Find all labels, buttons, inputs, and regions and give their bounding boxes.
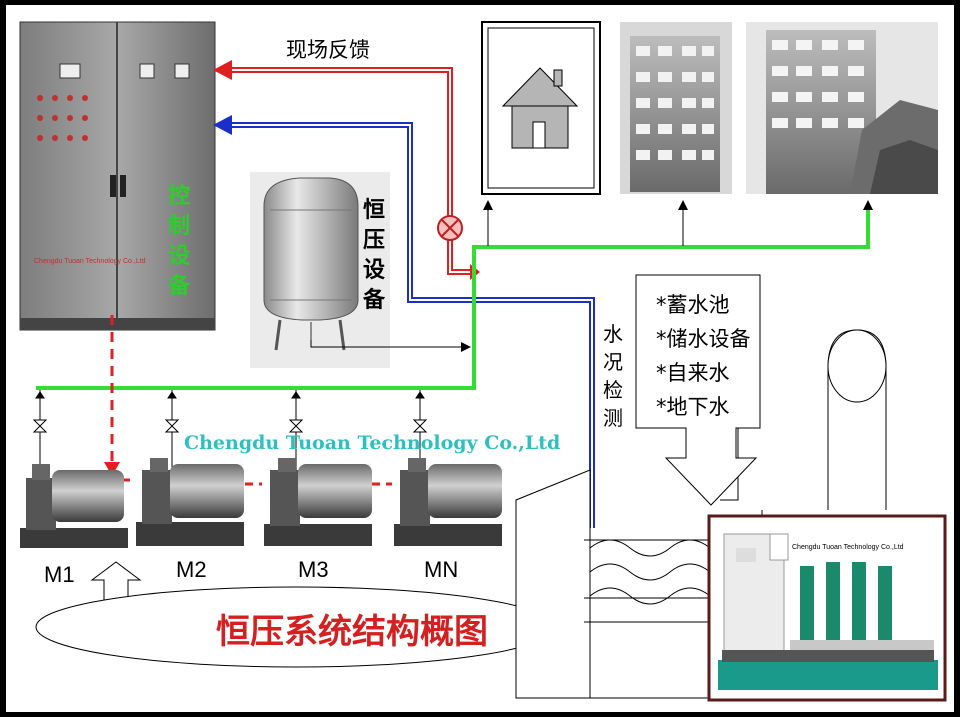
water-source-item: *蓄水池 — [656, 293, 730, 317]
water-source-item: *自来水 — [656, 361, 730, 385]
tank-label-char: 恒 — [362, 198, 385, 223]
house-box — [481, 21, 601, 195]
signal-line — [213, 115, 595, 528]
monitor-label: 水 况 检 测 — [600, 320, 626, 432]
monitor-label-char: 水 — [603, 322, 623, 346]
tank-label-char: 备 — [362, 288, 385, 313]
pump-label-mn: MN — [424, 557, 459, 582]
pump-m3 — [264, 458, 372, 546]
monitor-label-char: 检 — [603, 378, 623, 402]
water-source-list: *蓄水池 *储水设备 *自来水 *地下水 — [656, 288, 751, 424]
building-photo-1 — [620, 22, 732, 194]
pump-label-m3: M3 — [298, 557, 329, 582]
monitor-label-char: 况 — [603, 350, 623, 374]
pump-label-m1: M1 — [44, 562, 75, 587]
pump-label-m2: M2 — [176, 557, 207, 582]
tank-label-char: 压 — [362, 228, 385, 253]
control-equipment-label: 控 制 设 备 — [166, 182, 192, 302]
water-source-item: *储水设备 — [656, 327, 751, 351]
photo-brand: Chengdu Tuoan Technology Co.,Ltd — [792, 544, 904, 551]
control-label-char: 设 — [167, 244, 190, 269]
supply-pipe — [36, 205, 870, 390]
pressure-sensor — [437, 215, 463, 241]
valves — [32, 391, 428, 433]
control-label-char: 制 — [167, 214, 190, 239]
water-tower — [827, 329, 887, 510]
control-cabinet — [19, 21, 216, 331]
control-label-char: 控 — [167, 184, 190, 209]
cabinet-brand: Chengdu Tuoan Technology Co.,Ltd — [34, 258, 146, 265]
pump-m1 — [20, 464, 128, 548]
diagram-title: 恒压系统结构概图 — [216, 612, 488, 652]
feedback-label: 现场反馈 — [286, 38, 370, 62]
pump-m2 — [136, 458, 244, 546]
tank-label: 恒 压 设 备 — [361, 196, 387, 316]
control-label-char: 备 — [167, 274, 190, 299]
building-photo-2 — [746, 22, 938, 194]
product-photo — [707, 514, 947, 702]
water-source-item: *地下水 — [656, 395, 730, 419]
company-banner: Chengdu Tuoan Technology Co.,Ltd — [184, 432, 561, 454]
monitor-label-char: 测 — [603, 406, 623, 430]
pump-mn — [394, 458, 502, 546]
pressure-tank — [250, 172, 471, 368]
tank-label-char: 设 — [362, 258, 385, 283]
water-source-box — [635, 274, 761, 506]
